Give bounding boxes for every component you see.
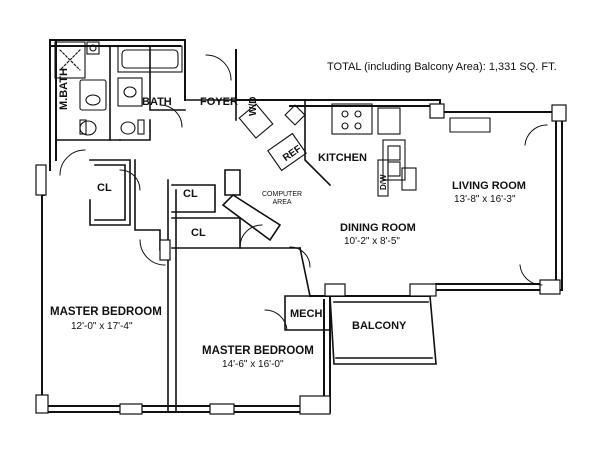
room-label-closet-2: CL (183, 188, 198, 200)
room-label-foyer: FOYER (200, 96, 238, 108)
room-label-kitchen: KITCHEN (318, 152, 367, 164)
fixture-label-dishwasher: D/W (379, 174, 388, 190)
room-label-closet-3: CL (191, 227, 206, 239)
room-label-computer-area: COMPUTER AREA (262, 191, 302, 207)
dimension-dining-room: 10'-2" x 8'-5" (344, 236, 400, 247)
computer-area-line-2: AREA (272, 199, 292, 206)
room-label-living-room: LIVING ROOM (452, 180, 526, 192)
dimension-living-room: 13'-8" x 16'-3" (454, 194, 516, 205)
window-markers (35, 103, 567, 415)
room-label-closet-1: CL (97, 182, 112, 194)
door-swings (59, 54, 548, 331)
kitchen-fixtures (238, 103, 491, 197)
bath-fixtures (54, 41, 183, 136)
room-label-dining-room: DINING ROOM (340, 222, 416, 234)
room-label-master-bedroom-1: MASTER BEDROOM (50, 306, 162, 318)
fixture-label-washer-dryer: W/D (248, 96, 259, 116)
dimension-master-bedroom-2: 14'-6" x 16'-0" (222, 359, 284, 370)
room-label-mech: MECH. (290, 308, 326, 320)
room-label-master-bedroom-2: MASTER BEDROOM (202, 345, 314, 357)
dimension-master-bedroom-1: 12'-0" x 17'-4" (71, 321, 133, 332)
room-label-balcony: BALCONY (352, 320, 407, 332)
computer-area-line-1: COMPUTER (262, 191, 303, 198)
total-area-label: TOTAL (including Balcony Area): 1,331 SQ… (327, 61, 557, 73)
room-label-m-bath: M.BATH (58, 68, 70, 110)
room-label-bath: BATH (142, 96, 172, 108)
